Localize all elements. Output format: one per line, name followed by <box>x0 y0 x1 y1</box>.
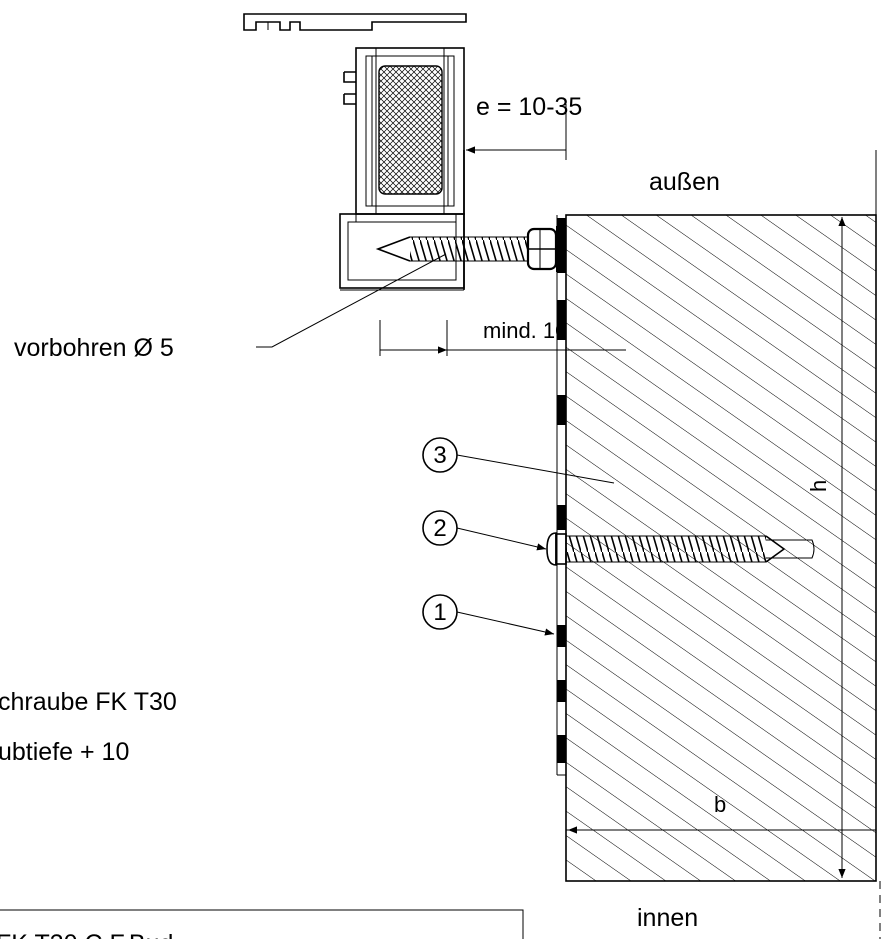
predrill-label: vorbohren Ø 5 <box>14 334 174 362</box>
dimension-e: e = 10-35 <box>466 93 582 160</box>
screw-note-line-2: ubtiefe + 10 <box>0 738 129 766</box>
dimension-min-depth: mind. 10 <box>379 318 626 356</box>
callout-3: 3 <box>422 437 615 484</box>
callout-2: 2 <box>422 510 547 551</box>
product-box-text: FK T30 C.F.Bud <box>0 930 173 939</box>
dimension-min-depth-label: mind. 10 <box>483 318 567 343</box>
screw-note-line-1: chraube FK T30 <box>0 688 177 716</box>
callout-3-number: 3 <box>433 442 446 469</box>
inside-label: innen <box>637 904 698 932</box>
dimension-b: b <box>568 792 842 834</box>
frame-screw <box>375 226 560 272</box>
callout-2-number: 2 <box>433 515 446 542</box>
fixing-screw <box>546 532 815 566</box>
dimension-e-label: e = 10-35 <box>476 93 582 121</box>
callout-1-number: 1 <box>433 599 446 626</box>
predrill-callout: vorbohren Ø 5 <box>14 253 447 362</box>
dimension-h-label: h <box>806 480 831 492</box>
callout-1: 1 <box>422 594 555 636</box>
product-box: FK T30 C.F.Bud <box>0 909 524 939</box>
dimension-h: h <box>806 217 846 878</box>
dimension-b-label: b <box>714 792 726 817</box>
fire-protection-strip <box>556 215 567 776</box>
frame-profile <box>243 13 467 291</box>
outside-label: außen <box>649 168 720 196</box>
